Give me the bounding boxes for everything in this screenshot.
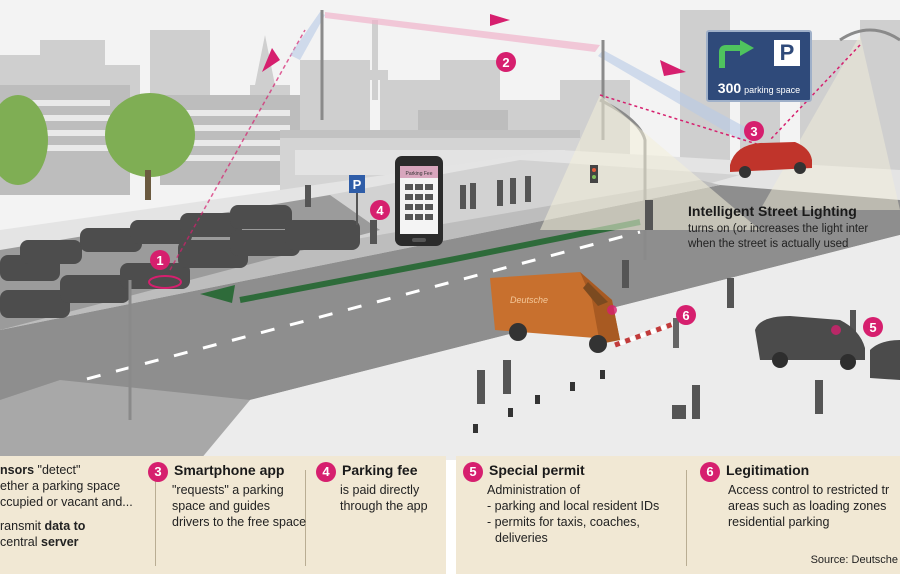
number-badge-6: 6 bbox=[700, 462, 720, 482]
marker-1: 1 bbox=[156, 253, 163, 268]
number-badge-4: 4 bbox=[316, 462, 336, 482]
legend-smartphone: 3 Smartphone app "requests" a parking spa… bbox=[148, 462, 308, 530]
lighting-desc-line1: turns on (or increases the light inter bbox=[688, 223, 869, 235]
legend-panel-left bbox=[0, 456, 446, 574]
separator bbox=[686, 470, 687, 566]
sensors-line2: ether a parking space bbox=[0, 479, 121, 493]
special-permit-line2: - parking and local resident IDs bbox=[487, 499, 660, 513]
legend-parking-fee: 4 Parking fee is paid directly through th… bbox=[316, 462, 446, 514]
sensors-line1: "detect" bbox=[34, 463, 81, 477]
parked-cars bbox=[0, 205, 360, 318]
sensors-title: nsors bbox=[0, 463, 35, 477]
marker-5: 5 bbox=[869, 320, 876, 335]
lighting-desc-line2: when the street is actually used bbox=[688, 238, 849, 250]
parking-count-label: parking space bbox=[744, 85, 801, 95]
smartphone-title: Smartphone app bbox=[174, 462, 285, 478]
smartphone-line1: "requests" a parking bbox=[172, 483, 284, 497]
legitimation-line1: Access control to restricted tr bbox=[728, 483, 890, 497]
lighting-description: turns on (or increases the light inter w… bbox=[688, 222, 900, 252]
smartphone: Parking Fee bbox=[395, 156, 443, 246]
legitimation-line3: residential parking bbox=[728, 515, 830, 529]
number-badge-5: 5 bbox=[463, 462, 483, 482]
special-permit-line3: - permits for taxis, coaches, bbox=[487, 515, 640, 529]
source-credit: Source: Deutsche bbox=[810, 554, 898, 566]
phone-screen-title: Parking Fee bbox=[406, 171, 433, 177]
sensor-ring bbox=[148, 275, 182, 289]
marker-3: 3 bbox=[750, 124, 757, 139]
red-car bbox=[730, 142, 812, 178]
pedestrians bbox=[305, 176, 856, 419]
route-arrow bbox=[239, 219, 641, 303]
legend-special-permit: 5 Special permit Administration of - park… bbox=[463, 462, 683, 546]
special-permit-line1: Administration of bbox=[487, 483, 581, 497]
marker-4: 4 bbox=[376, 203, 384, 218]
sensors-line3: ccupied or vacant and... bbox=[0, 495, 133, 509]
separator bbox=[305, 470, 306, 566]
van-lettering: Deutsche bbox=[510, 295, 548, 305]
legend-legitimation: 6 Legitimation Access control to restrict… bbox=[700, 462, 900, 530]
parking-count-number: 300 bbox=[717, 80, 742, 96]
parking-sign bbox=[349, 175, 365, 193]
number-badge-3: 3 bbox=[148, 462, 168, 482]
legend-sensors: nsors "detect" ether a parking space ccu… bbox=[0, 462, 152, 550]
delivery-van: Deutsche bbox=[490, 272, 620, 353]
svg-text:P: P bbox=[353, 177, 362, 192]
turn-arrow-icon bbox=[719, 40, 754, 68]
smartphone-line2: space and guides bbox=[172, 499, 270, 513]
parking-symbol: P bbox=[774, 40, 800, 66]
separator bbox=[155, 470, 156, 566]
main-road bbox=[0, 185, 900, 460]
sensors-line4a: ransmit bbox=[0, 519, 45, 533]
sensors-line5a: central bbox=[0, 535, 41, 549]
special-permit-title: Special permit bbox=[489, 462, 585, 478]
smartphone-line3: drivers to the free space bbox=[172, 515, 307, 529]
marker-6: 6 bbox=[682, 308, 689, 323]
lighting-title: Intelligent Street Lighting bbox=[688, 203, 857, 219]
parking-fee-title: Parking fee bbox=[342, 462, 418, 478]
legend-panel-right bbox=[456, 456, 900, 574]
special-permit-line4: deliveries bbox=[495, 531, 548, 545]
legitimation-line2: areas such as loading zones bbox=[728, 499, 887, 513]
marker-2: 2 bbox=[502, 55, 509, 70]
legitimation-title: Legitimation bbox=[726, 462, 810, 478]
sensors-line5b: server bbox=[41, 535, 79, 549]
parking-fee-line2: through the app bbox=[340, 499, 428, 513]
sensors-line4b: data to bbox=[44, 519, 86, 533]
parking-fee-line1: is paid directly bbox=[340, 483, 420, 497]
trees bbox=[0, 93, 195, 185]
